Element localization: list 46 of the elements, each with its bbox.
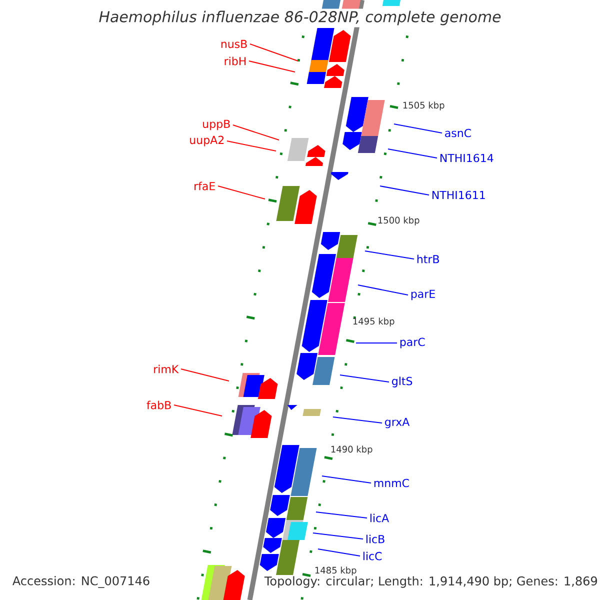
gene-label: nusB [221,40,247,48]
gene-label: uppB [203,120,230,130]
gene-label: licB [366,534,384,544]
gene-label: parC [400,338,425,348]
leader-line [388,148,438,158]
gene-label: NTHI1611 [432,190,485,200]
leader-line [248,60,296,72]
leader-line [322,476,372,484]
leader-line [364,250,414,260]
position-label: 1495 kbp [353,318,394,326]
gene-label: fabB [146,400,171,410]
gene-label: NTHI1614 [440,154,494,162]
position-label: 1500 kbp [378,216,420,226]
gene-label: mnmC [374,478,409,488]
position-label: 1490 kbp [331,446,372,454]
leader-line [318,548,360,556]
position-label: 1485 kbp [315,566,356,576]
footer-text: Accession: NC_007146 [12,576,150,588]
gene-label: uupA2 [190,136,224,146]
gene-label: parE [411,290,435,300]
gene-label: rimK [154,364,179,374]
gene-label: ribH [224,56,246,66]
gene-label: grxA [385,418,410,428]
leader-line [218,186,266,200]
gene-label: asnC [445,128,471,138]
leader-line [316,512,368,518]
gene-label: gltS [392,376,412,388]
gene-label: licC [363,552,382,560]
gene-label: htrB [417,254,439,264]
leader-line [174,404,222,416]
leader-line [394,124,442,134]
leader-line [358,284,408,296]
title: Haemophilus influenzae 86-028NP, complete genome [96,8,504,28]
leader-line [332,416,382,424]
leader-line [250,44,298,62]
leader-line [380,186,430,196]
leader-line [232,124,280,140]
gene-label: licA [370,514,389,522]
leader-line [312,532,364,540]
leader-line [340,374,390,382]
leader-line [356,342,398,344]
gene-label: rfaE [194,182,215,190]
leader-line [226,140,276,152]
leader-line [180,368,230,382]
footer-text: Topology: circular; Length: 1,914,490 bp; Genes: 1,869 [264,576,597,588]
position-label: 1505 kbp [403,102,444,110]
